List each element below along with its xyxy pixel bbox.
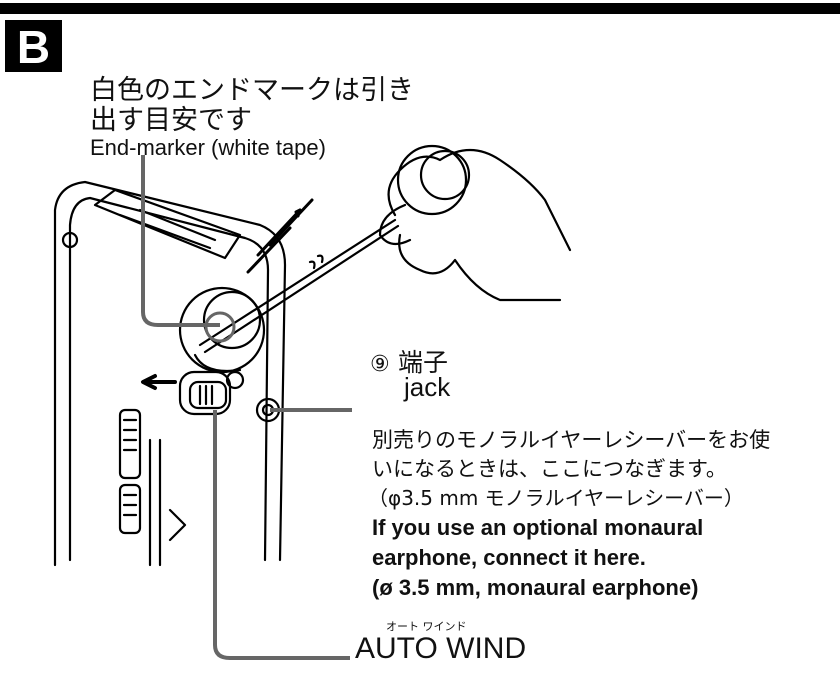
jack-jp-title: 端子 [398, 348, 449, 377]
end-marker-jp-line2: 出す目安です [90, 105, 252, 136]
end-marker-callout-line [141, 155, 220, 327]
device-body [53, 180, 287, 567]
auto-wind-callout-line [213, 410, 350, 660]
jack-number: ⑨ [370, 352, 390, 377]
end-marker-en-label: End-marker (white tape) [90, 135, 326, 160]
end-marker-jp-line1: 白色のエンドマークは引き [90, 75, 414, 106]
jack-en-desc-line1: If you use an optional monaural [372, 515, 704, 540]
section-label: B [5, 20, 62, 73]
jack-jp-desc-line1: 別売りのモノラルイヤーレシーバーをお使 [372, 428, 771, 452]
header-bar [0, 3, 840, 14]
auto-wind-switch [178, 370, 232, 416]
slide-arrow-icon [141, 374, 177, 390]
jack-en-title: jack [404, 372, 451, 402]
tape-strip [198, 218, 400, 354]
jack-en-desc-line2: earphone, connect it here. [372, 545, 646, 570]
jack-jp-desc-line3: （φ3.5 mm モノラルイヤーレシーバー） [368, 486, 744, 510]
hand [387, 149, 572, 302]
auto-wind-label: AUTO WIND [355, 632, 527, 665]
tape-reel [178, 286, 266, 374]
jack-jp-desc-line2: いになるときは、ここにつなぎます。 [372, 457, 727, 481]
earphone-dial [396, 144, 468, 216]
jack-en-desc-line3: (ø 3.5 mm, monaural earphone) [372, 575, 699, 600]
screw-icon [61, 231, 79, 249]
auto-wind-furigana: オート ワインド [386, 620, 467, 633]
